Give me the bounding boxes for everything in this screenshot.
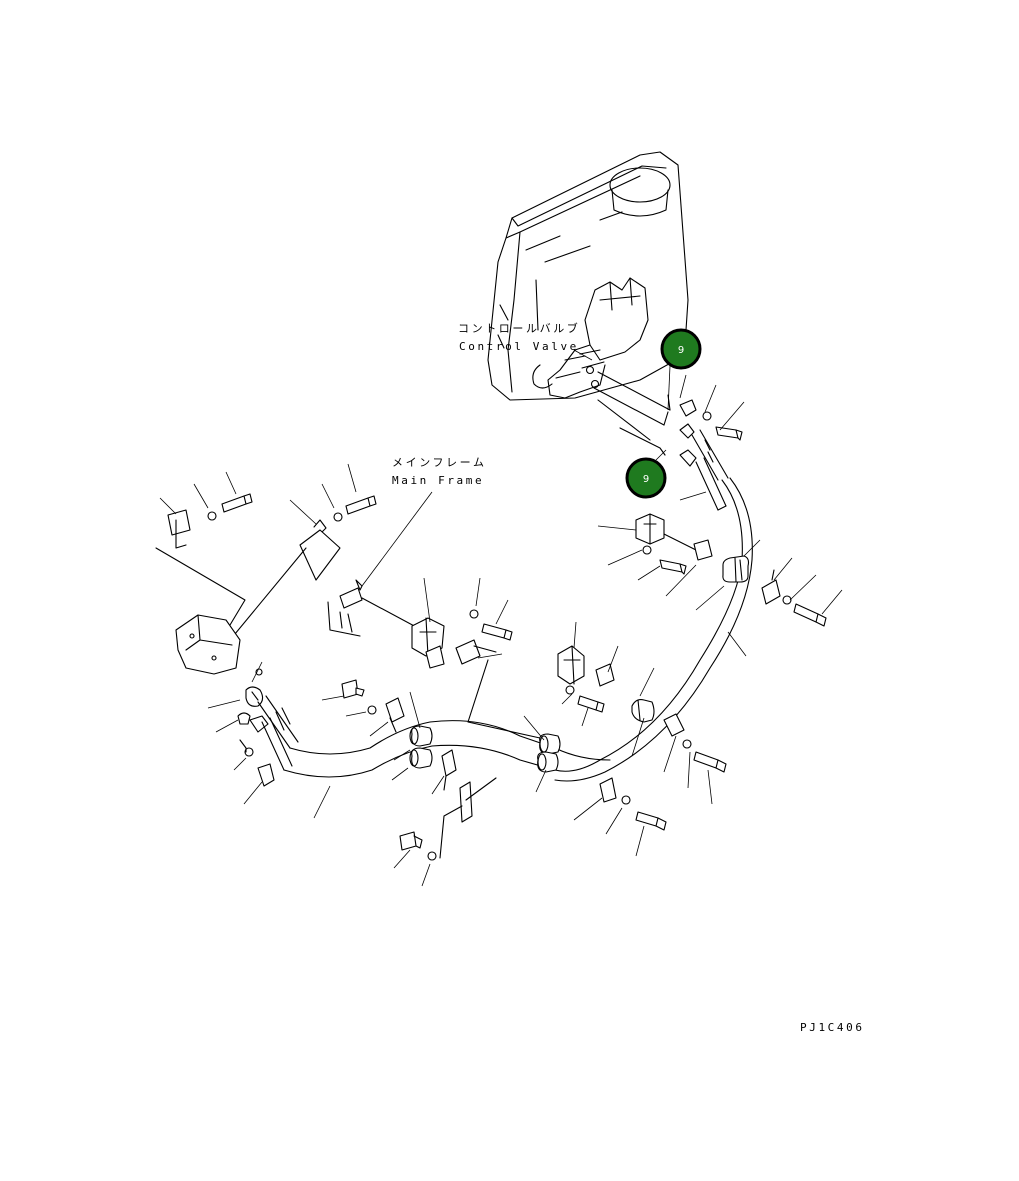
clamp-assembly-right <box>597 513 843 657</box>
control-valve-label-en: Control Valve <box>459 340 579 353</box>
main-frame-label-en: Main Frame <box>392 474 484 487</box>
lower-brackets <box>321 679 497 887</box>
frame-brackets-middle <box>327 577 541 739</box>
frame-clamp-upper <box>155 463 377 675</box>
callout-badge-2-text: 9 <box>643 474 649 485</box>
valve-hoses <box>554 371 753 782</box>
callout-badge-1-text: 9 <box>678 345 684 356</box>
callout-badge-2[interactable]: 9 <box>625 457 667 499</box>
lower-right-brackets <box>557 621 727 857</box>
callout-badge-1[interactable]: 9 <box>660 328 702 370</box>
drawing-code: PJ1C406 <box>800 1021 865 1034</box>
lower-left-hose <box>207 661 611 819</box>
control-valve-label-jp: コントロールバルブ <box>458 321 580 335</box>
control-valve-tank <box>487 151 689 401</box>
main-frame-label-jp: メインフレーム <box>392 456 487 469</box>
